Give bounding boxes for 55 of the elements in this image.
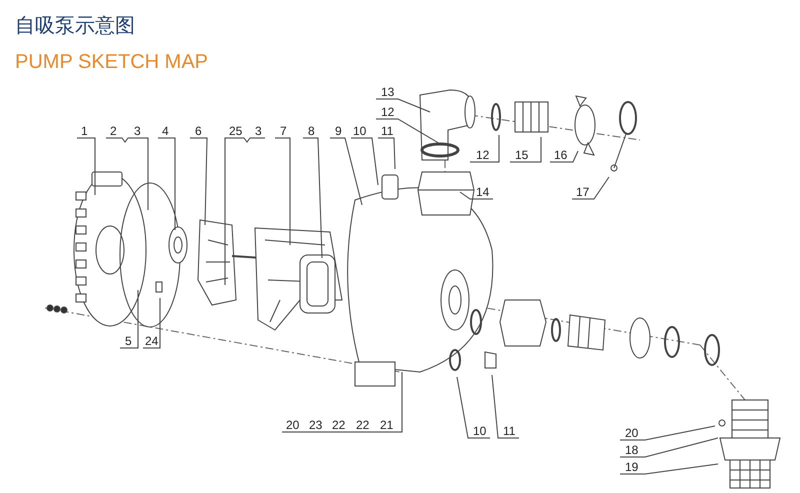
callout-number: 3 bbox=[255, 124, 262, 138]
leader-line bbox=[158, 138, 176, 230]
callout-number: 21 bbox=[380, 418, 394, 432]
leader-line bbox=[302, 138, 322, 258]
callout-number: 13 bbox=[381, 85, 394, 99]
callout-number: 20 bbox=[625, 426, 638, 440]
leader-line bbox=[376, 98, 430, 112]
callout-number: 3 bbox=[134, 124, 141, 138]
leader-line bbox=[460, 192, 494, 200]
callout-number: 8 bbox=[308, 124, 315, 138]
callout-number: 22 bbox=[356, 418, 370, 432]
callout-number: 19 bbox=[625, 460, 638, 474]
leader-line bbox=[142, 298, 160, 348]
leader-line bbox=[620, 464, 718, 474]
leader-line bbox=[620, 438, 718, 458]
callout-number: 7 bbox=[280, 124, 287, 138]
callout-number: 25 bbox=[229, 124, 242, 138]
leader-line bbox=[76, 138, 96, 196]
callout-number: 9 bbox=[335, 124, 342, 138]
callout-number: 11 bbox=[503, 424, 516, 438]
callout-number: 4 bbox=[162, 124, 169, 138]
leader-line bbox=[376, 372, 402, 432]
callout-number: 16 bbox=[554, 148, 568, 162]
callout-number: 12 bbox=[381, 105, 394, 119]
callout-number: 18 bbox=[625, 443, 638, 457]
leader-line bbox=[550, 150, 578, 162]
callout-number: 15 bbox=[515, 148, 528, 162]
leader-line bbox=[572, 176, 610, 200]
subtitle: PUMP SKETCH MAP bbox=[15, 50, 208, 74]
leader-line bbox=[190, 138, 208, 226]
leader-line bbox=[378, 138, 396, 170]
callout-number: 6 bbox=[195, 124, 202, 138]
callout-number: 1 bbox=[81, 124, 88, 138]
callout-number: 24 bbox=[145, 334, 158, 348]
callout-number: 17 bbox=[576, 185, 590, 199]
leader-line bbox=[456, 376, 490, 438]
callout-number: 20 bbox=[286, 418, 300, 432]
leader-line bbox=[330, 138, 362, 206]
callout-number: 2 bbox=[110, 124, 117, 138]
leader-line bbox=[510, 136, 542, 162]
callout-number: 10 bbox=[353, 124, 366, 138]
leader-line bbox=[274, 138, 290, 246]
title: 自吸泵示意图 bbox=[15, 14, 135, 38]
leader-line bbox=[492, 374, 520, 438]
callout-number: 10 bbox=[473, 424, 486, 438]
leader-line bbox=[120, 290, 138, 348]
callout-number: 5 bbox=[125, 334, 132, 348]
callout-number: 23 bbox=[309, 418, 322, 432]
callout-number: 22 bbox=[332, 418, 346, 432]
leader-line bbox=[350, 138, 378, 186]
callout-number: 12 bbox=[476, 148, 490, 162]
leader-line bbox=[132, 138, 148, 210]
callout-number: 11 bbox=[381, 124, 394, 138]
callout-number: 14 bbox=[476, 185, 490, 199]
leader-line bbox=[620, 426, 716, 440]
